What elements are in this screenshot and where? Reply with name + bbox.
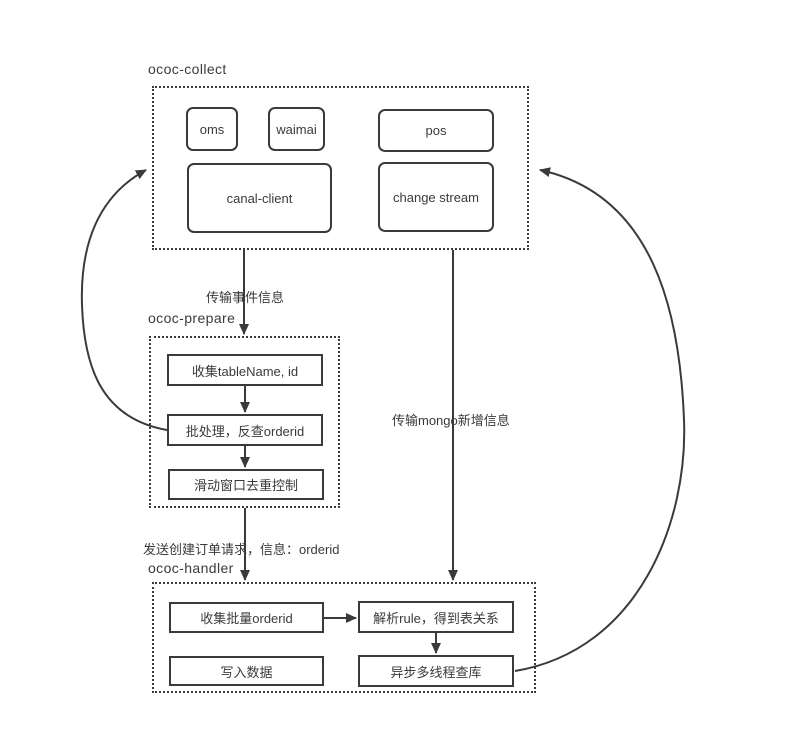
node-async-multithread-query: 异步多线程查库 (358, 655, 514, 687)
node-change-stream: change stream (378, 162, 494, 232)
node-canal-client: canal-client (187, 163, 332, 233)
node-sliding-window-dedup: 滑动窗口去重控制 (168, 469, 324, 500)
handler-group-title: ococ-handler (148, 560, 234, 576)
node-write-data: 写入数据 (169, 656, 324, 686)
prepare-group-box (149, 336, 340, 508)
curve-batch-to-collect (80, 169, 168, 431)
node-collect-batch-orderid: 收集批量orderid (169, 602, 324, 633)
edge-label-transfer-event-info: 传输事件信息 (206, 290, 285, 305)
node-collect-tablename-id: 收集tableName, id (167, 354, 323, 386)
node-waimai: waimai (268, 107, 325, 151)
node-parse-rule: 解析rule，得到表关系 (358, 601, 514, 633)
prepare-group-title: ococ-prepare (148, 310, 236, 326)
collect-group-box (152, 86, 529, 250)
node-batch-lookup-orderid: 批处理，反查orderid (167, 414, 323, 446)
node-pos: pos (378, 109, 494, 152)
curve-asyncquery-to-collect (514, 167, 686, 672)
edge-label-transfer-mongo-insert-info: 传输mongo新增信息 (392, 413, 510, 428)
edge-label-send-create-order-request: 发送创建订单请求，信息：orderid (143, 542, 340, 557)
collect-group-title: ococ-collect (148, 61, 227, 77)
node-oms: oms (186, 107, 238, 151)
handler-group-box (152, 582, 536, 693)
